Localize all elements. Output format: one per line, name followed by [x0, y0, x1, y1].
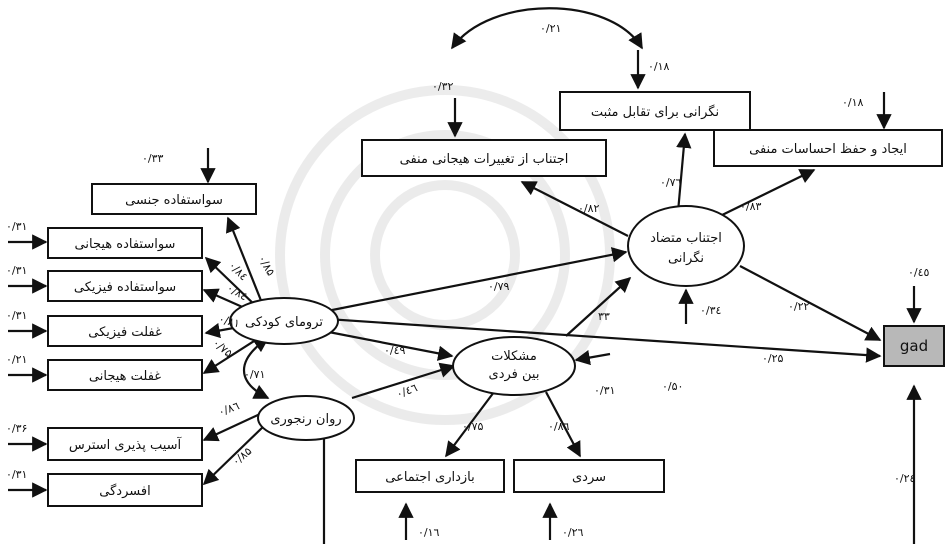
- coef-conflict-gad: ۰/۲۲: [788, 300, 810, 313]
- node-social-inhibition: بازداری اجتماعی: [355, 459, 505, 493]
- node-emotional-abuse: سواستفاده هیجانی: [47, 227, 203, 259]
- node-physical-neglect: غفلت فیزیکی: [47, 315, 203, 347]
- svg-text:نگرانی برای تقابل مثبت: نگرانی برای تقابل مثبت: [591, 104, 719, 120]
- svg-text:بین فردی: بین فردی: [489, 367, 540, 382]
- coef-load-dep: ۰/۸۵: [230, 445, 255, 469]
- node-create-negative: ایجاد و حفظ احساسات منفی: [713, 129, 943, 167]
- node-neuroticism: روان رنجوری: [257, 395, 355, 441]
- svg-text:مشکلات: مشکلات: [491, 349, 537, 364]
- load-ea-arrow: [204, 256, 259, 309]
- coef-sexual-err: ۰/۳۳: [142, 152, 164, 165]
- svg-text:ایجاد و حفظ احساسات منفی: ایجاد و حفظ احساسات منفی: [749, 142, 907, 157]
- svg-text:سواستفاده هیجانی: سواستفاده هیجانی: [75, 237, 176, 252]
- coef-load-create: ۰/۸۳: [740, 200, 762, 213]
- path-coefficients: ۰/۲۱ ۰/۱۸ ۰/۱۸ ۰/۳۲ ۰/۳۳ ۰/۳۱ ۰/۳۱ ۰/۳۱ …: [6, 22, 930, 539]
- latent-variables: ترومای کودکی روان رنجوری مشکلات بین فردی…: [229, 205, 745, 441]
- svg-text:اجتناب متضاد: اجتناب متضاد: [650, 231, 722, 246]
- inter-error-arrow: [574, 350, 611, 366]
- coef-load-social: ۰/۷۵: [462, 420, 484, 433]
- trauma-neuro-covariance-curve: [242, 337, 270, 399]
- node-sexual-abuse: سواستفاده جنسی: [91, 183, 257, 215]
- coef-conflict-err: ۰/۳٤: [700, 304, 722, 317]
- connectors: [8, 7, 922, 544]
- observed-variables: نگرانی برای تقابل مثبت ایجاد و حفظ احساس…: [47, 91, 945, 507]
- node-worry-positive: نگرانی برای تقابل مثبت: [559, 91, 751, 131]
- coef-trauma-conflict: ۰/۷۹: [488, 280, 510, 293]
- coef-trauma-gad: ۰/۲۵: [762, 352, 784, 365]
- coef-create-err: ۰/۱۸: [842, 96, 864, 109]
- node-physical-abuse: سواستفاده فیزیکی: [47, 270, 203, 302]
- node-coldness: سردی: [513, 459, 665, 493]
- svg-text:افسردگی: افسردگی: [99, 483, 150, 499]
- coef-load-cold: ۰/۸٦: [548, 420, 570, 433]
- node-depression: افسردگی: [47, 473, 203, 507]
- svg-text:اجتناب از تغییرات هیجانی منفی: اجتناب از تغییرات هیجانی منفی: [400, 152, 569, 167]
- svg-text:ترومای کودکی: ترومای کودکی: [245, 315, 323, 330]
- svg-text:سواستفاده جنسی: سواستفاده جنسی: [125, 193, 223, 208]
- coef-pn-err: ۰/۳۱: [6, 309, 27, 322]
- node-contrast-avoidance: اجتناب متضاد نگرانی: [627, 205, 745, 287]
- svg-text:نگرانی: نگرانی: [668, 250, 704, 266]
- coef-inter-conflict: ۳۳: [598, 310, 610, 323]
- coef-avoid-err: ۰/۳۲: [432, 80, 454, 93]
- load-avoid-arrow: [520, 181, 629, 237]
- conflict-gad-arrow: [739, 265, 882, 341]
- svg-text:gad: gad: [900, 337, 928, 355]
- svg-text:سردی: سردی: [572, 470, 606, 485]
- load-dep-arrow: [202, 423, 267, 486]
- coef-gad-err: ۰/٤٥: [908, 266, 930, 279]
- coef-inter-err: ۰/۳۱: [594, 384, 615, 397]
- neuro-inter-arrow: [351, 362, 456, 400]
- node-childhood-trauma: ترومای کودکی: [229, 297, 339, 345]
- svg-text:آسیب پذیری استرس: آسیب پذیری استرس: [69, 436, 183, 453]
- coef-cold-err: ۰/۲٦: [562, 526, 584, 539]
- coef-trauma-inter: ۰/٤٩: [384, 344, 406, 357]
- svg-text:غفلت هیجانی: غفلت هیجانی: [89, 369, 161, 384]
- coef-load-sexual: ۰/۸۵: [255, 253, 277, 278]
- coef-pa-err: ۰/۳۱: [6, 264, 27, 277]
- coef-top-cov: ۰/۲۱: [540, 22, 561, 35]
- load-create-arrow: [715, 169, 816, 219]
- svg-text:غفلت فیزیکی: غفلت فیزیکی: [88, 325, 162, 340]
- node-avoid-negative: اجتناب از تغییرات هیجانی منفی: [361, 139, 607, 177]
- svg-text:روان رنجوری: روان رنجوری: [270, 412, 341, 427]
- node-emotional-neglect: غفلت هیجانی: [47, 359, 203, 391]
- node-interpersonal-problems: مشکلات بین فردی: [452, 336, 576, 396]
- load-stress-arrow: [202, 413, 261, 442]
- node-stress-vulnerability: آسیب پذیری استرس: [47, 427, 203, 461]
- coef-social-err: ۰/۱٦: [418, 526, 440, 539]
- svg-text:سواستفاده فیزیکی: سواستفاده فیزیکی: [74, 280, 176, 295]
- load-sexual-arrow: [225, 216, 264, 304]
- inter-conflict-arrow: [565, 276, 632, 337]
- load-worry-arrow: [676, 132, 692, 213]
- coef-load-avoid: ۰/۸۲: [578, 202, 600, 215]
- svg-text:بازداری اجتماعی: بازداری اجتماعی: [385, 470, 474, 485]
- coef-en-err: ۰/۲۱: [6, 353, 27, 366]
- coef-ea-err: ۰/۳۱: [6, 220, 27, 233]
- coef-gad-r: ۰/۵۰: [662, 380, 683, 393]
- trauma-gad-arrow: [311, 316, 882, 363]
- coef-load-pn: ۰/۸۱: [217, 312, 241, 330]
- coef-stress-err: ۰/۳۶: [6, 422, 27, 435]
- coef-dep-err: ۰/۳۱: [6, 468, 27, 481]
- trauma-conflict-arrow: [311, 247, 628, 316]
- coef-load-worry: ۰/۷٦: [660, 176, 682, 189]
- load-social-arrow: [445, 391, 495, 458]
- coef-worry-err: ۰/۱۸: [648, 60, 670, 73]
- node-gad: gad: [883, 325, 945, 367]
- top-covariance-curve: [451, 7, 643, 50]
- coef-bottom-right: ۰/۲٤: [894, 472, 916, 485]
- load-cold-arrow: [545, 391, 581, 458]
- coef-trauma-neuro-cov: ۰/۷۱: [244, 368, 265, 381]
- coef-load-stress: ۰/۸٦: [217, 399, 242, 419]
